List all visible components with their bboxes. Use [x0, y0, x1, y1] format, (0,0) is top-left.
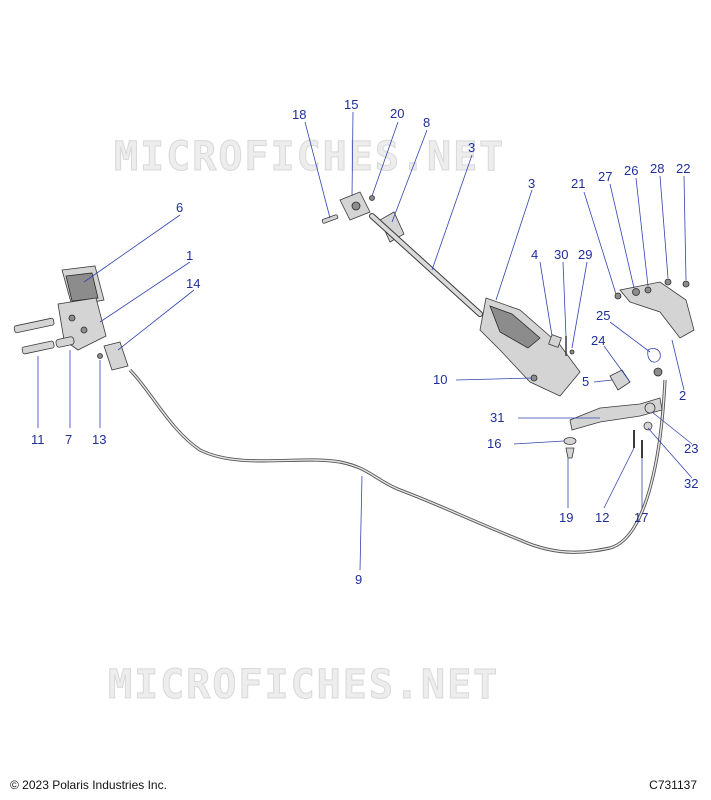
part-28-nut — [664, 278, 672, 286]
callout-13: 13 — [92, 432, 106, 447]
callout-18: 18 — [292, 107, 306, 122]
watermark-bottom: MICROFICHES.NET — [108, 662, 499, 708]
part-31-lever — [569, 397, 663, 431]
part-7-spacer — [55, 336, 75, 348]
part-11-bolt — [13, 317, 55, 334]
callout-26: 26 — [624, 163, 638, 178]
part-14-clip — [103, 341, 129, 371]
part-23-washer — [644, 402, 656, 414]
part-22-nut — [682, 280, 690, 288]
callout-32: 32 — [684, 476, 698, 491]
callout-12: 12 — [595, 510, 609, 525]
callout-15: 15 — [344, 97, 358, 112]
callout-30: 30 — [554, 247, 568, 262]
part-5-clip — [609, 369, 631, 391]
callout-31: 31 — [490, 410, 504, 425]
callout-22: 22 — [676, 161, 690, 176]
upper-rod-group — [321, 191, 483, 317]
callout-labels: 18 15 20 8 3 3 6 1 14 11 7 13 21 27 26 2… — [31, 97, 698, 587]
part-19-nut — [565, 447, 575, 459]
callout-16: 16 — [487, 436, 501, 451]
cable-assembly — [128, 368, 667, 554]
callout-27: 27 — [598, 169, 612, 184]
callout-17: 17 — [634, 510, 648, 525]
part-27-nut — [632, 288, 640, 296]
left-bracket-group — [13, 265, 129, 371]
callout-11: 11 — [31, 432, 45, 447]
callout-14: 14 — [186, 276, 200, 291]
part-20-nut — [369, 195, 375, 201]
callout-28: 28 — [650, 161, 664, 176]
copyright-text: © 2023 Polaris Industries Inc. — [10, 778, 167, 792]
part-26-nut — [644, 286, 652, 294]
part-16-washer — [563, 437, 577, 445]
callout-8: 8 — [423, 115, 430, 130]
callout-2: 2 — [679, 388, 686, 403]
part-13-pin — [97, 353, 103, 359]
part-3-rod — [370, 214, 482, 316]
watermark-top: MICROFICHES.NET — [114, 134, 505, 180]
callout-20: 20 — [390, 106, 404, 121]
right-bracket-group — [563, 278, 695, 459]
callout-25: 25 — [596, 308, 610, 323]
part-21-nut — [614, 292, 622, 300]
callout-1: 1 — [186, 248, 193, 263]
callout-4: 4 — [531, 247, 538, 262]
diagram-code: C731137 — [649, 778, 697, 792]
part-29-washer — [569, 349, 575, 355]
part-18-screw — [321, 214, 339, 224]
part-4-nut — [548, 334, 562, 348]
callout-23: 23 — [684, 441, 698, 456]
callout-19: 19 — [559, 510, 573, 525]
part-24-fitting — [653, 367, 663, 377]
callout-7: 7 — [65, 432, 72, 447]
part-8-bushing — [379, 211, 405, 243]
leader-lines — [37, 111, 693, 571]
part-11-bolt-2 — [21, 340, 55, 355]
part-32-washer — [643, 421, 653, 431]
callout-3-rod: 3 — [468, 140, 475, 155]
callout-6: 6 — [176, 200, 183, 215]
callout-10: 10 — [433, 372, 447, 387]
callout-3-bracket: 3 — [528, 176, 535, 191]
callout-5: 5 — [582, 374, 589, 389]
callout-21: 21 — [571, 176, 585, 191]
callout-29: 29 — [578, 247, 592, 262]
callout-9: 9 — [355, 572, 362, 587]
callout-24: 24 — [591, 333, 605, 348]
part-25-clip — [647, 348, 661, 363]
part-2-bracket — [619, 281, 695, 339]
